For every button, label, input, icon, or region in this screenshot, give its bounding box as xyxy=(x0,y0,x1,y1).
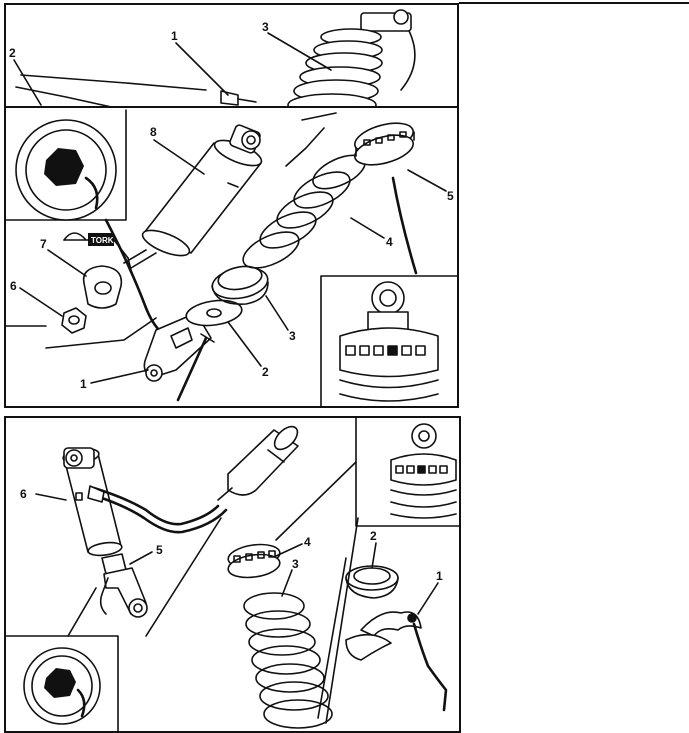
inset-adjuster-knob xyxy=(6,635,119,731)
frame-tube-lower xyxy=(15,86,117,108)
callout-2: 2 xyxy=(370,529,377,543)
rubber-bushing xyxy=(82,265,123,309)
guide-line-spring xyxy=(317,517,359,724)
leader-1 xyxy=(175,42,229,96)
shock-absorber-body xyxy=(62,447,123,557)
leader-3 xyxy=(281,569,293,597)
coil-spring xyxy=(242,154,366,269)
preload-adjuster-ring xyxy=(354,122,415,166)
torque-tag-text: TORK xyxy=(91,236,114,245)
preload-adjuster-ring xyxy=(227,543,281,579)
guide-line-body xyxy=(145,517,222,637)
callout-1: 1 xyxy=(436,569,443,583)
leader-2 xyxy=(13,59,42,106)
leader-1 xyxy=(417,582,439,615)
inset-adjuster-ring-on-shock xyxy=(320,275,457,406)
callout-1: 1 xyxy=(171,29,178,43)
callout-7: 7 xyxy=(40,237,47,251)
callout-5: 5 xyxy=(447,189,454,203)
bracket-outline xyxy=(6,317,157,349)
leader-3 xyxy=(267,32,332,71)
leader-4 xyxy=(350,217,385,239)
remote-reservoir xyxy=(87,425,299,534)
callout-4: 4 xyxy=(304,535,311,549)
lower-spring-seat xyxy=(211,265,269,305)
guide-line-inset xyxy=(275,461,357,541)
callout-3: 3 xyxy=(292,557,299,571)
callout-5: 5 xyxy=(156,543,163,557)
leader-1 xyxy=(90,369,149,384)
leader-3 xyxy=(265,295,289,331)
callout-2: 2 xyxy=(9,46,16,60)
leader-6 xyxy=(19,287,63,317)
callout-6: 6 xyxy=(20,487,27,501)
torque-tag: TORK xyxy=(63,232,129,259)
leader-6 xyxy=(35,493,67,501)
callout-3: 3 xyxy=(262,20,269,34)
shock-absorber-body xyxy=(123,124,263,275)
guide-line-knob xyxy=(67,587,97,637)
top-panel-shock-installed: 1 2 3 xyxy=(4,3,459,110)
frame-stay xyxy=(400,24,416,91)
spring-seat-washer xyxy=(185,299,243,327)
leader-2 xyxy=(371,542,377,569)
lower-clevis-bracket xyxy=(143,312,215,402)
callout-8: 8 xyxy=(150,125,157,139)
leader-8 xyxy=(153,139,205,175)
mounting-bolt xyxy=(220,90,257,106)
inset-adjuster-knob xyxy=(6,109,127,221)
leader-4 xyxy=(275,543,303,557)
header-rule xyxy=(459,2,689,4)
callout-1: 1 xyxy=(80,377,87,391)
lower-clevis xyxy=(99,553,148,618)
leader-2 xyxy=(227,321,262,367)
coil-spring xyxy=(243,592,333,729)
hex-nut xyxy=(61,307,87,334)
retaining-clip-halves xyxy=(345,611,448,712)
callout-3: 3 xyxy=(289,329,296,343)
callout-4: 4 xyxy=(386,235,393,249)
coil-spring-installed xyxy=(287,9,412,108)
leader-5 xyxy=(407,169,447,192)
leader-5 xyxy=(129,551,153,565)
frame-tube xyxy=(20,74,207,91)
leader-7 xyxy=(47,249,87,277)
callout-2: 2 xyxy=(262,365,269,379)
inset-connector xyxy=(391,176,418,275)
middle-panel-exploded-view: TORK xyxy=(4,106,459,408)
callout-6: 6 xyxy=(10,279,17,293)
guide-line xyxy=(285,112,337,167)
bottom-panel-disassembly: 6 5 4 3 2 1 xyxy=(4,416,461,733)
inset-shock-top xyxy=(355,418,459,527)
upper-spring-seat xyxy=(345,565,399,599)
